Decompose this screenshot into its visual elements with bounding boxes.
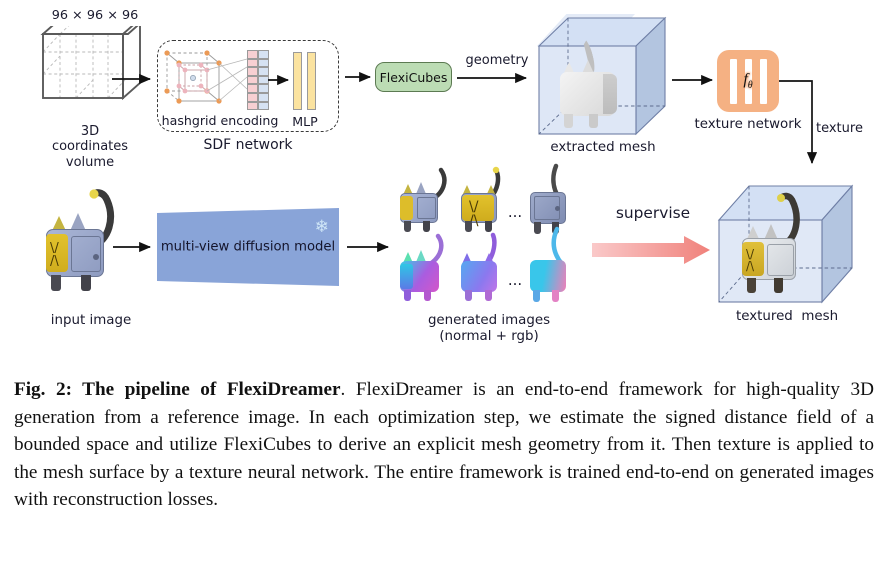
input-image-label: input image	[50, 313, 132, 328]
diffusion-model-node[interactable]: multi-view diffusion model ❄	[157, 208, 339, 286]
generated-rgb-ellipsis: ...	[507, 203, 523, 221]
generated-normal-view-3	[528, 226, 582, 302]
generated-images-grid: \//\ ...	[398, 163, 576, 308]
input-image-object: \//\	[45, 189, 137, 304]
feature-table-col-blue	[258, 50, 269, 111]
figure-caption: Fig. 2: The pipeline of FlexiDreamer. Fl…	[14, 376, 874, 514]
caption-figure-number: Fig. 2:	[14, 379, 72, 400]
generated-rgb-view-3	[528, 163, 582, 234]
generated-normal-ellipsis: ...	[507, 271, 523, 289]
hashgrid-feature-table	[247, 50, 269, 111]
generated-normal-view-2	[460, 232, 514, 302]
figure-pipeline-diagram: 96 × 96 × 96 3D coordinates volume	[40, 8, 863, 344]
texture-network-function-symbol: fθ	[743, 70, 753, 92]
caption-bold-title: The pipeline of FlexiDreamer	[71, 379, 341, 400]
flexicubes-node[interactable]: FlexiCubes	[375, 62, 452, 92]
hashgrid-lattice-icon	[164, 50, 248, 104]
texnet-stripe	[729, 58, 737, 104]
texture-network-label: texture network	[694, 117, 802, 132]
generated-rgb-view-2: \//\	[460, 166, 514, 234]
coordinates-volume-cube	[40, 26, 141, 101]
textured-mesh-object: \//\	[738, 192, 824, 300]
diffusion-model-label: multi-view diffusion model	[160, 239, 336, 255]
hashgrid-encoding-label: hashgrid encoding	[161, 113, 279, 128]
generated-images-label: generated images (normal + rgb)	[427, 313, 551, 344]
extracted-mesh-cube	[537, 14, 667, 139]
texture-edge-label: texture	[816, 121, 863, 136]
feature-table-col-pink	[247, 50, 258, 111]
mlp-label: MLP	[292, 114, 318, 129]
sdf-network-box	[157, 40, 339, 132]
coordinates-volume-label: 3D coordinates volume	[51, 124, 129, 170]
geometry-edge-label: geometry	[465, 53, 529, 68]
generated-normal-view-1	[400, 233, 456, 302]
snowflake-icon: ❄	[314, 217, 329, 237]
flexicubes-label: FlexiCubes	[379, 69, 448, 85]
extracted-mesh-label: extracted mesh	[550, 140, 656, 155]
caption-body: . FlexiDreamer is an end-to-end framewor…	[14, 379, 875, 511]
textured-mesh-label: textured mesh	[735, 309, 839, 324]
generated-rgb-view-1	[400, 167, 456, 234]
supervise-label: supervise	[615, 204, 691, 222]
texnet-stripe	[744, 58, 752, 104]
textured-mesh-cube: \//\	[716, 176, 856, 308]
texnet-stripe	[759, 58, 767, 104]
volume-dimensions-label: 96 × 96 × 96	[51, 8, 139, 23]
texture-network-node[interactable]: fθ	[717, 50, 779, 112]
extracted-mesh-object	[559, 37, 627, 130]
sdf-network-label: SDF network	[203, 137, 293, 153]
input-image-face	[46, 234, 68, 272]
mlp-bars-icon	[293, 52, 316, 110]
supervise-arrow	[592, 236, 710, 264]
